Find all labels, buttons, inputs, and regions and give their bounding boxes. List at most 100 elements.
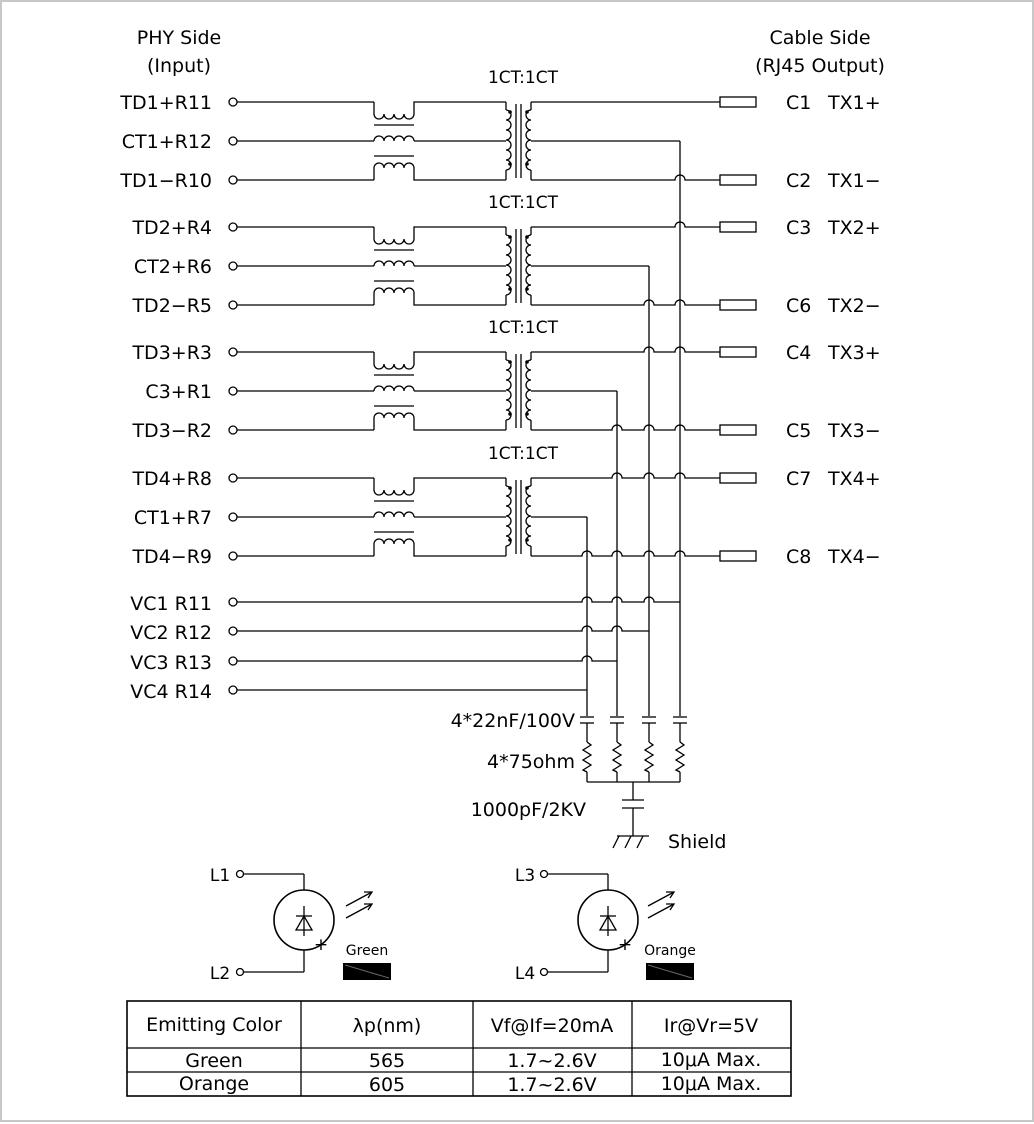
pin-terminal <box>228 597 238 607</box>
polarity-dot <box>508 486 512 490</box>
output-pin: C3 <box>786 217 811 239</box>
ground-hatch <box>636 835 644 849</box>
polarity-dot <box>508 287 512 291</box>
table-cell: Orange <box>179 1073 249 1095</box>
table-header: Vf@If=20mA <box>491 1015 614 1037</box>
output-signal: TX4− <box>827 546 881 568</box>
pin-terminal <box>228 626 238 636</box>
light-arrowhead-icon <box>666 891 676 899</box>
polarity-dot <box>525 412 529 416</box>
choke-coil <box>373 162 415 169</box>
polarity-dot <box>508 110 512 114</box>
input-pin-label: C3+R1 <box>145 381 212 403</box>
vc-wire <box>237 596 680 603</box>
light-arrow-icon <box>647 903 675 919</box>
pin-terminal <box>228 261 238 271</box>
pin-terminal <box>228 136 238 146</box>
output-pin: C5 <box>786 420 811 442</box>
rj45-contact <box>719 472 757 484</box>
phy-input-label: (Input) <box>147 55 211 77</box>
pin-terminal <box>228 685 238 695</box>
wire <box>413 477 506 490</box>
input-pin-label: CT1+R12 <box>122 131 212 153</box>
vc-wire <box>237 625 649 632</box>
pin-terminal <box>228 300 238 310</box>
output-wire <box>531 221 720 228</box>
transformer-primary <box>505 234 512 296</box>
choke-coil <box>373 511 415 518</box>
light-arrow-icon <box>345 903 373 919</box>
output-pin: C2 <box>786 170 811 192</box>
pin-terminal <box>228 175 238 185</box>
table-cell: 1.7~2.6V <box>507 1050 596 1072</box>
table-header: Ir@Vr=5V <box>664 1015 758 1037</box>
vc-pin-label: VC1 R11 <box>130 593 212 615</box>
input-pin-label: CT2+R6 <box>134 256 212 278</box>
pin-terminal <box>228 386 238 396</box>
choke-coil <box>373 385 415 392</box>
ground-hatch <box>624 835 632 849</box>
input-pin-label: TD1−R10 <box>119 170 212 192</box>
rj45-contact <box>719 221 757 233</box>
wire <box>413 226 506 239</box>
cable-side-label: Cable Side <box>769 27 870 49</box>
transformer-primary <box>505 109 512 171</box>
rj45-contact <box>719 174 757 186</box>
ratio-label: 1CT:1CT <box>488 444 559 464</box>
vc-wire <box>237 655 617 662</box>
output-pin: C8 <box>786 546 811 568</box>
rj45-contact <box>719 299 757 311</box>
swatch-diagonal <box>647 964 693 979</box>
led-anode-pin: L1 <box>210 866 230 886</box>
wire <box>413 101 506 114</box>
polarity-dot <box>508 538 512 542</box>
transformer-primary <box>505 485 512 547</box>
input-pin-label: TD2+R4 <box>131 217 212 239</box>
output-signal: TX3+ <box>827 342 881 364</box>
vc-pins: VC1 R11 VC2 R12 VC3 R13 VC4 R14 <box>130 593 212 703</box>
polarity-dot <box>508 162 512 166</box>
led-anode-pin: L3 <box>515 866 535 886</box>
transformer-secondary <box>525 109 532 171</box>
transformer-primary <box>505 359 512 421</box>
output-pin: C7 <box>786 468 811 490</box>
resistor-zigzag <box>581 741 593 773</box>
led-terminal <box>235 967 245 977</box>
polarity-dot <box>508 412 512 416</box>
vc-pin-label: VC2 R12 <box>130 622 212 644</box>
polarity-dot <box>525 287 529 291</box>
table-cell: 605 <box>369 1074 405 1096</box>
resistor-label: 4*75ohm <box>487 751 575 773</box>
polarity-dot <box>508 235 512 239</box>
termination-bus <box>228 141 687 849</box>
pin-terminal <box>228 425 238 435</box>
transformer-secondary <box>525 359 532 421</box>
led-terminal <box>539 967 549 977</box>
led-cathode-pin: L4 <box>515 964 535 984</box>
output-signal: TX2+ <box>827 217 881 239</box>
phy-side-label: PHY Side <box>137 27 221 49</box>
choke-coil <box>373 260 415 267</box>
led-plus: + <box>314 935 328 955</box>
output-pin: C1 <box>786 92 811 114</box>
wire <box>413 418 506 431</box>
light-arrow-icon <box>647 891 675 907</box>
cable-output-label: (RJ45 Output) <box>755 55 885 77</box>
polarity-dot <box>525 360 529 364</box>
wire <box>413 351 506 364</box>
pin-terminal <box>228 656 238 666</box>
pin-terminal <box>228 222 238 232</box>
polarity-dot <box>525 162 529 166</box>
wire <box>413 168 506 181</box>
pin-terminal <box>228 512 238 522</box>
output-wire <box>531 346 720 353</box>
polarity-dot <box>525 538 529 542</box>
rj45-contact <box>719 424 757 436</box>
input-pin-label: TD3+R3 <box>131 342 212 364</box>
polarity-dot <box>525 486 529 490</box>
output-pin: C6 <box>786 295 811 317</box>
output-signal: TX1+ <box>827 92 881 114</box>
